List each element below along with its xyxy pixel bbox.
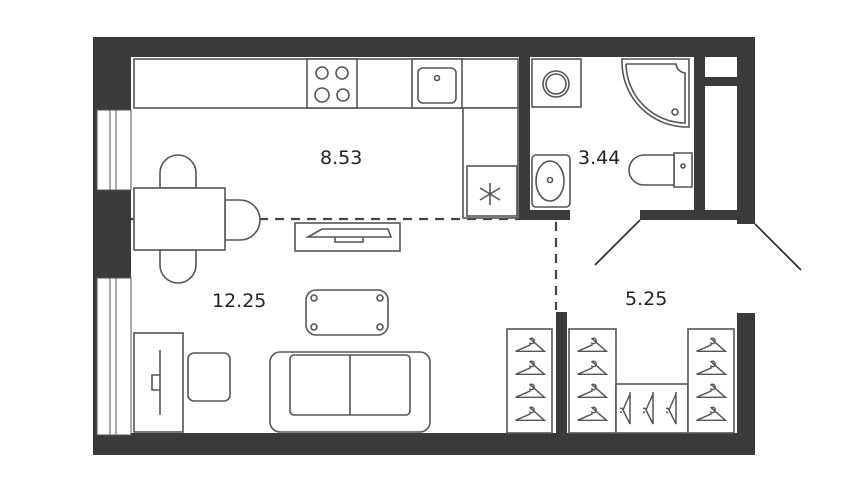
stove-icon <box>306 58 358 109</box>
window-top <box>96 109 132 191</box>
fridge-icon <box>466 165 518 217</box>
shower-icon <box>621 58 690 128</box>
wardrobe-left <box>506 328 553 434</box>
room-area-living: 12.25 <box>212 290 266 312</box>
tv-icon <box>294 222 401 252</box>
coffee-table <box>305 289 389 336</box>
washing-machine-icon <box>531 58 582 108</box>
sink-icon <box>411 58 463 109</box>
door-bathroom <box>594 219 641 266</box>
dining-table <box>133 154 261 284</box>
wardrobe-middle <box>615 383 689 434</box>
window-bottom <box>96 277 132 436</box>
shaft <box>705 57 737 210</box>
door-entrance <box>754 223 802 271</box>
sofa <box>269 351 431 433</box>
toilet-icon <box>628 152 693 188</box>
desk <box>133 332 231 433</box>
room-area-bathroom: 3.44 <box>578 147 620 169</box>
wardrobe-right <box>687 328 735 434</box>
wardrobe-center-left <box>568 328 617 434</box>
room-area-hall: 5.25 <box>625 288 667 310</box>
room-area-kitchen: 8.53 <box>320 147 362 169</box>
washbasin-icon <box>531 154 571 208</box>
